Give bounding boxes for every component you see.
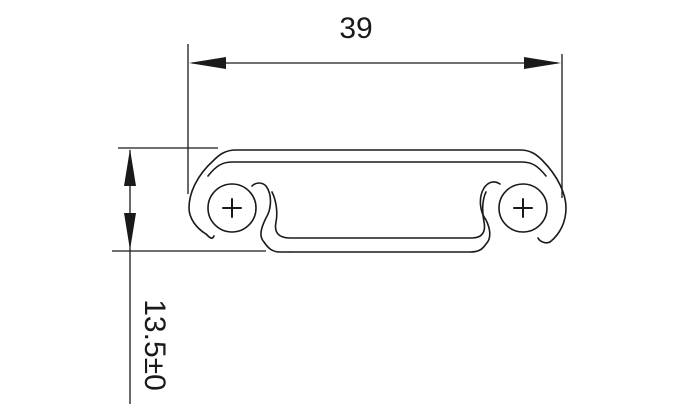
- width-dimension-label: 39: [339, 12, 372, 45]
- rail-profile: [188, 149, 567, 253]
- right-screw-head: [498, 183, 548, 233]
- left-screw-head: [207, 183, 257, 233]
- right-screw: [498, 183, 548, 233]
- left-screw: [207, 183, 257, 233]
- height-arrow-top: [124, 149, 136, 186]
- profile-inner-edge: [207, 161, 547, 177]
- width-dimension: 39: [187, 12, 563, 198]
- height-dimension-label: 13.5±0: [138, 299, 171, 391]
- profile-right-hook: [289, 181, 501, 253]
- width-arrow-right: [524, 57, 561, 69]
- profile-right-lip: [537, 237, 551, 244]
- height-dimension: 13.5±0: [112, 147, 266, 404]
- profile-left-hook: [251, 182, 291, 253]
- height-arrow-bottom: [124, 213, 136, 250]
- profile-left-lip: [205, 233, 215, 239]
- profile-channel-floor: [271, 191, 487, 239]
- profile-outer-edge: [188, 149, 567, 243]
- width-arrow-left: [189, 57, 226, 69]
